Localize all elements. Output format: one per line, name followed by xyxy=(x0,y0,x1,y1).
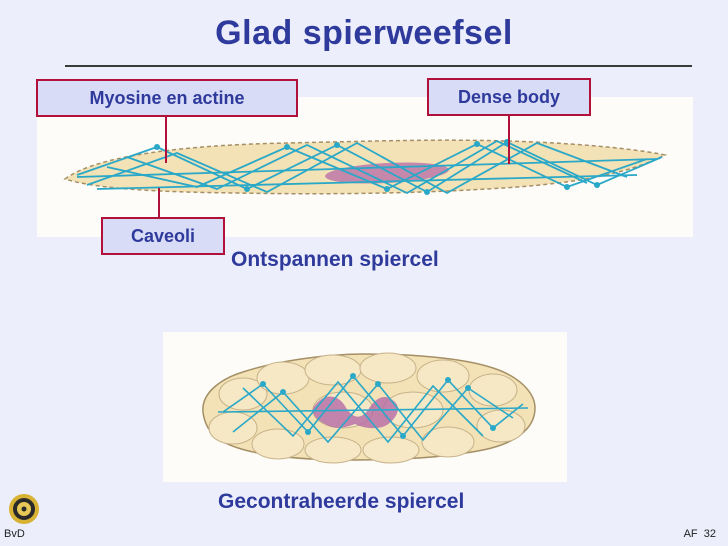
university-seal-icon xyxy=(9,494,39,524)
relaxed-caption: Ontspannen spiercel xyxy=(231,248,439,271)
myosine-label: Myosine en actine xyxy=(36,79,298,117)
caveoli-label: Caveoli xyxy=(101,217,225,255)
contracted-cell-image xyxy=(163,332,567,482)
caveoli-leader xyxy=(158,188,160,217)
author-initials: BvD xyxy=(4,528,25,540)
relaxed-filaments xyxy=(76,139,663,195)
contracted-caption: Gecontraheerde spiercel xyxy=(218,490,465,513)
footer-code: AF xyxy=(683,528,698,540)
title-underline xyxy=(65,65,692,67)
relaxed-dense-bodies xyxy=(154,139,600,195)
relaxed-cell-image xyxy=(37,97,693,237)
page-number: 32 xyxy=(703,528,716,540)
slide-number: AF 32 xyxy=(684,528,716,540)
myosine-leader xyxy=(165,117,167,163)
page-title: Glad spierweefsel xyxy=(215,14,513,52)
dense-body-leader xyxy=(508,116,510,164)
contracted-bulges xyxy=(208,352,526,464)
dense-body-label: Dense body xyxy=(427,78,591,116)
contracted-dense-bodies xyxy=(260,373,496,439)
